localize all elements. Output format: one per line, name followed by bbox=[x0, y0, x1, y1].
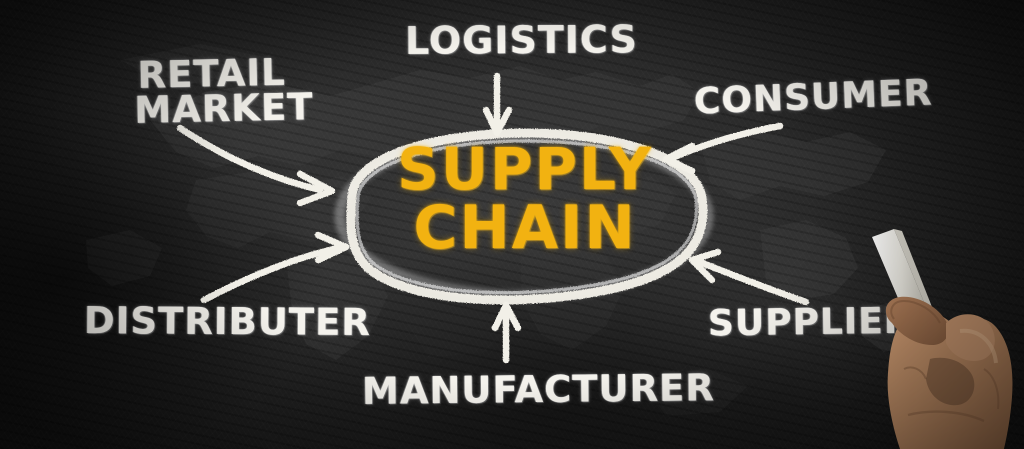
center-label-line1: SUPPLY bbox=[397, 135, 653, 203]
center-label-line2: CHAIN bbox=[413, 192, 637, 263]
arrow-manufacturer bbox=[491, 301, 522, 364]
arrow-distributer bbox=[200, 231, 350, 304]
hand-with-chalk bbox=[834, 219, 1024, 449]
hand-shape bbox=[885, 296, 1013, 449]
retail-market-line2: MARKET bbox=[133, 84, 314, 132]
arrow-supplier bbox=[688, 248, 810, 306]
node-label-distributer: DISTRIBUTER bbox=[83, 298, 372, 345]
center-label: SUPPLY CHAIN bbox=[355, 135, 695, 263]
node-label-manufacturer: MANUFACTURER bbox=[361, 366, 716, 413]
hand-illustration bbox=[872, 229, 1013, 449]
node-label-retail-market: RETAIL MARKET bbox=[133, 51, 314, 132]
arrow-retail-market bbox=[176, 124, 336, 207]
node-label-logistics: LOGISTICS bbox=[404, 17, 639, 63]
arrow-logistics bbox=[482, 72, 513, 137]
